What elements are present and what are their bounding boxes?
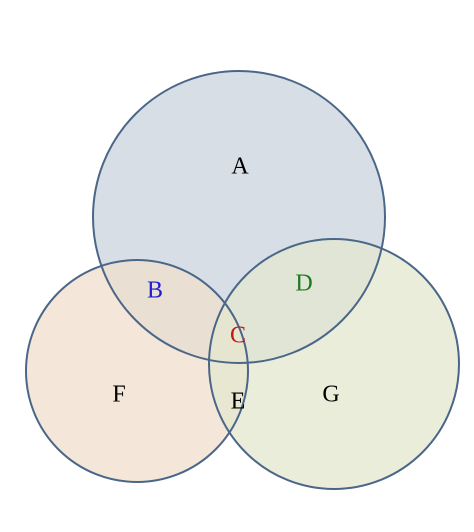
region-label-g: G [322, 382, 339, 408]
region-label-c: C [230, 323, 246, 349]
set-circle-right [209, 239, 459, 489]
region-label-d: D [295, 271, 312, 297]
set-outline-left [25, 259, 249, 483]
set-circle-left [26, 260, 248, 482]
region-label-e: E [231, 389, 246, 415]
set-outline-right [208, 238, 460, 490]
region-label-a: A [231, 154, 249, 180]
region-label-f: F [112, 382, 125, 408]
set-outline-top [92, 70, 386, 364]
region-label-b: B [147, 278, 163, 304]
